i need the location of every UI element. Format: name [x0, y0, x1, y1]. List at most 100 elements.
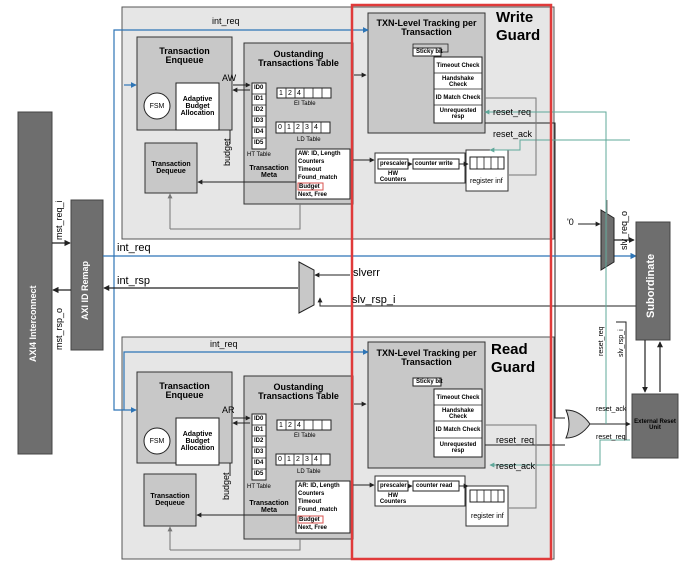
read-ott-label: Oustanding Transactions Table [258, 382, 339, 401]
read-check-0: Timeout Check [436, 394, 480, 401]
write-ht-id0: ID0 [254, 85, 264, 91]
axi4-interconnect-label: AXI4 Interconnect [28, 285, 38, 362]
external-reset-unit-label: External Reset Unit [634, 419, 676, 431]
read-budget-label: budget [221, 472, 231, 500]
write-register-inf: register inf [470, 178, 503, 185]
read-ld-0: 0 [278, 456, 282, 463]
write-ld-2: 2 [296, 124, 300, 131]
write-guard-title-word: Guard [496, 27, 541, 44]
write-check-3: Unrequested resp [439, 108, 477, 120]
read-meta-field-4: Budget [299, 517, 320, 523]
read-ht-id0: ID0 [254, 416, 264, 422]
write-int-req-label: int_req [212, 16, 240, 26]
subordinate-block [635, 221, 671, 341]
read-meta-field-2: Timeout [298, 499, 322, 505]
write-check-0: Timeout Check [436, 62, 480, 69]
write-enqueue-label: Transaction Enqueue [159, 46, 210, 65]
write-ei-1: 1 [279, 90, 283, 97]
read-ht-id2: ID2 [254, 438, 264, 444]
external-reset-unit-block [631, 393, 679, 459]
write-check-2: ID Match Check [435, 94, 481, 101]
read-ht-label: HT Table [247, 484, 271, 490]
read-ld-label: LD Table [297, 469, 321, 475]
write-sticky-bit: Sticky bit [416, 49, 443, 55]
read-meta-field-1: Counters [298, 491, 325, 497]
read-prescaler: prescaler [380, 483, 407, 489]
write-meta-field-2: Timeout [298, 167, 322, 173]
write-budget-label: budget [222, 138, 232, 166]
write-meta-field-5: Next, Free [298, 192, 328, 198]
read-check-2: ID Match Check [435, 427, 481, 433]
read-hw-counters: HW Counters [379, 493, 407, 505]
write-ei-label: EI Table [294, 101, 316, 107]
write-prescaler: prescaler [380, 161, 407, 167]
read-guard-group [113, 243, 630, 560]
write-counter: counter write [415, 161, 453, 167]
write-aw-label: AW [222, 73, 237, 83]
read-meta-label: Transaction Meta [249, 500, 289, 514]
read-counter: counter read [416, 483, 453, 489]
write-ld-0: 0 [278, 124, 282, 131]
mst-req-i-label: mst_req_i [54, 200, 64, 240]
write-guard-title-2: Guard [496, 28, 540, 43]
read-txn-title: TXN-Level Tracking per Transaction [376, 348, 477, 367]
axi-id-remap-block [70, 199, 104, 351]
axi-id-remap-label: AXI ID Remap [80, 260, 90, 320]
write-meta-field-1: Counters [298, 159, 325, 165]
read-ei-2: 2 [288, 422, 292, 429]
slv-rsp-i-vertical-label: slv_rsp_i [618, 329, 625, 357]
reset-req-vertical-label: reset_req [598, 326, 605, 356]
read-dequeue-label: Transaction Dequeue [150, 493, 190, 507]
read-ei-1: 1 [279, 422, 283, 429]
mst-rsp-o-label: mst_rsp_o [54, 307, 64, 350]
write-ht-id2: ID2 [254, 107, 264, 113]
int-req-bus-label: int_req [117, 242, 151, 254]
write-meta-field-3: Found_match [298, 175, 338, 181]
axi4-interconnect-block [17, 111, 53, 455]
write-ott-label: Oustanding Transactions Table [258, 49, 339, 68]
read-abs-label: Adaptive Budget Allocation [180, 431, 215, 452]
read-meta-field-3: Found_match [298, 507, 338, 513]
write-ei-2: 2 [288, 90, 292, 97]
read-ar-label: AR [222, 405, 235, 415]
write-dequeue-label: Transaction Dequeue [151, 161, 191, 175]
read-int-req-label: int_req [210, 339, 238, 349]
read-ht-id1: ID1 [254, 427, 264, 433]
write-hw-counters: HW Counters [379, 171, 407, 183]
write-meta-field-4: Budget [299, 184, 320, 190]
slv-rsp-i-label: slv_rsp_i [352, 294, 396, 306]
zero-label: '0 [567, 217, 574, 227]
write-ht-id1: ID1 [254, 96, 264, 102]
read-meta-field-5: Next, Free [298, 525, 328, 531]
slverr-mux [298, 261, 315, 314]
read-ei-3: 4 [297, 422, 301, 429]
write-ht-id4: ID4 [254, 129, 264, 135]
read-ht-id5: ID5 [254, 471, 264, 477]
subordinate-label: Subordinate [645, 253, 657, 318]
read-ld-1: 1 [287, 456, 291, 463]
read-ld-3: 3 [305, 456, 309, 463]
write-reset-req-label: reset_req [493, 107, 532, 117]
or-gate [565, 409, 591, 439]
write-ei-3: 4 [297, 90, 301, 97]
write-ht-id5: ID5 [254, 140, 264, 146]
write-ld-1: 1 [287, 124, 291, 131]
write-reset-ack-label: reset_ack [493, 129, 533, 139]
read-sticky-bit: Sticky bit [416, 379, 443, 385]
read-ld-2: 2 [296, 456, 300, 463]
write-txn-title: TXN-Level Tracking per Transaction [376, 18, 477, 37]
write-meta-field-0: AW: ID, Length [298, 151, 341, 157]
read-ld-4: 4 [314, 456, 318, 463]
slv-req-o-label: slv_req_o [619, 210, 629, 250]
read-ei-label: EI Table [294, 433, 316, 439]
read-fsm-label: FSM [149, 437, 165, 445]
write-check-1: Handshake Check [441, 75, 474, 88]
read-reset-ack-label: reset_ack [496, 461, 536, 471]
write-meta-label: Transaction Meta [249, 165, 289, 179]
read-ht-id4: ID4 [254, 460, 264, 466]
write-ld-label: LD Table [297, 137, 321, 143]
write-guard-group [113, 6, 630, 419]
slverr-label: slverr [353, 267, 380, 279]
int-rsp-bus-label: int_rsp [117, 275, 151, 287]
